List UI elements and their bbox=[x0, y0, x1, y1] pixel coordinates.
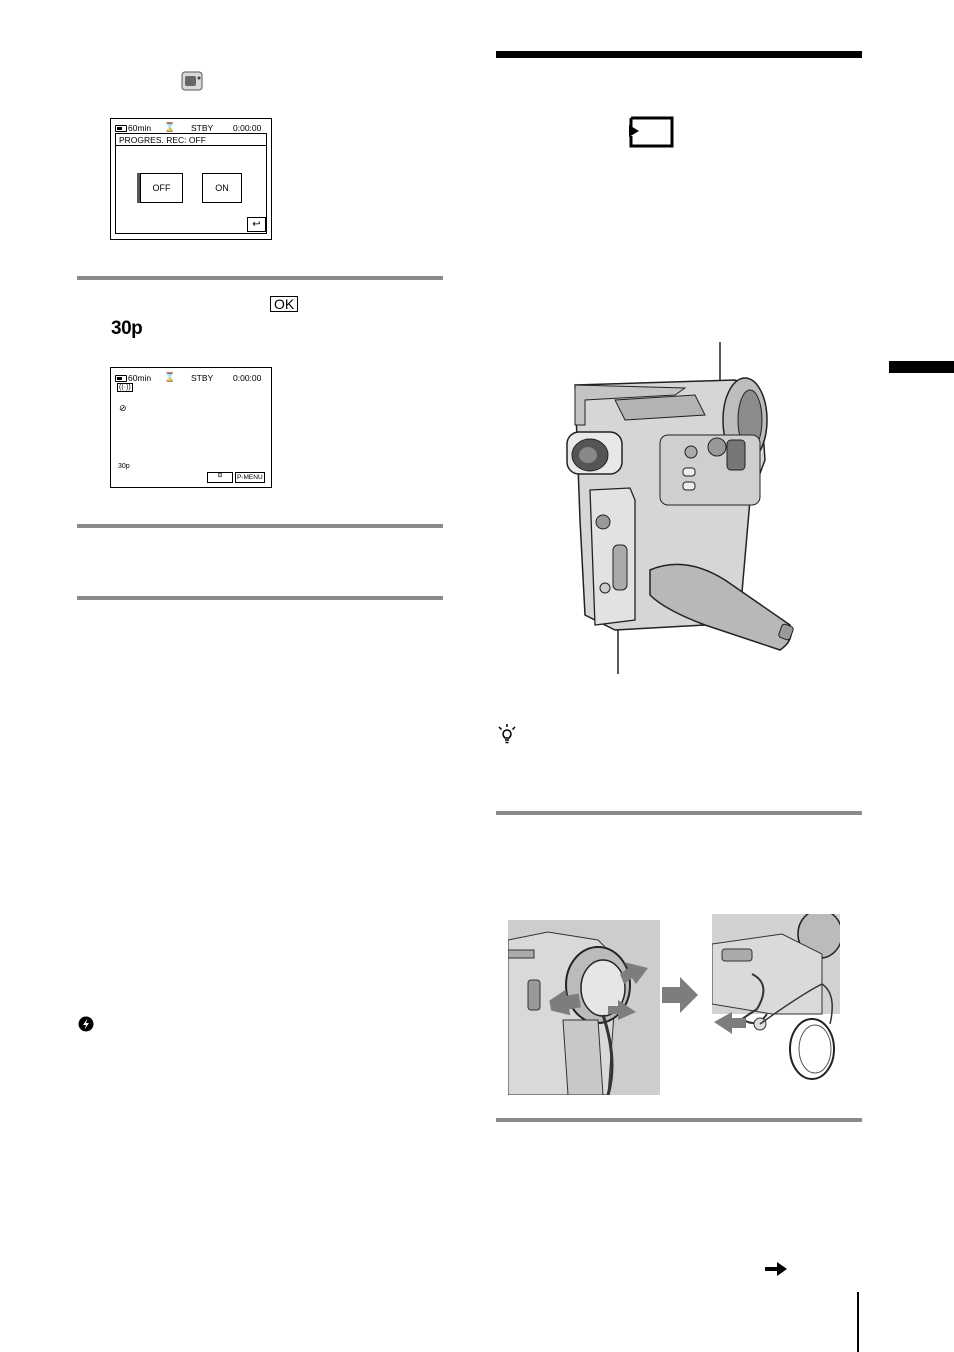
status-text: STBY bbox=[191, 123, 214, 133]
section-rule bbox=[77, 524, 443, 528]
return-button[interactable]: ↩ bbox=[247, 217, 266, 232]
menu-panel: PROGRES. REC: OFF OFF ON ↩ bbox=[115, 133, 267, 234]
status-text: STBY bbox=[191, 373, 214, 383]
lens-cap-hanging-illustration bbox=[711, 909, 843, 1082]
page-margin-line bbox=[857, 1292, 859, 1352]
progressive-mode-mark: 30p bbox=[111, 318, 143, 339]
section-rule bbox=[496, 1118, 862, 1122]
camera-mode-icon bbox=[180, 70, 204, 92]
timecode: 0:00:00 bbox=[233, 373, 262, 383]
tip-icon bbox=[497, 723, 517, 745]
tape-icon: ⌛ bbox=[164, 372, 176, 382]
section-rule bbox=[496, 811, 862, 815]
steadyshot-icon: ⊘ bbox=[119, 403, 127, 413]
battery-icon bbox=[115, 125, 127, 133]
p-menu-button[interactable]: P-MENU bbox=[235, 472, 265, 483]
fader-icon[interactable]: ⊟ bbox=[207, 472, 233, 483]
menu-title: PROGRES. REC: OFF bbox=[119, 135, 206, 145]
section-rule bbox=[77, 276, 443, 280]
audio-mode-icon: ((·)) bbox=[117, 383, 133, 392]
battery-indicator: 60min bbox=[115, 124, 151, 133]
on-button[interactable]: ON bbox=[202, 173, 242, 203]
timecode: 0:00:00 bbox=[233, 123, 262, 133]
next-step-arrow bbox=[660, 975, 700, 1015]
memory-stick-icon bbox=[627, 115, 675, 149]
lcd-screen-progres-rec: 60min ⌛ STBY 0:00:00 PROGRES. REC: OFF O… bbox=[110, 118, 272, 240]
battery-icon bbox=[115, 375, 127, 383]
mode-indicator: 30p bbox=[118, 463, 130, 470]
ok-button-label: OK bbox=[270, 296, 299, 312]
caution-icon bbox=[78, 1016, 94, 1032]
continue-arrow-icon bbox=[765, 1262, 787, 1276]
tape-icon: ⌛ bbox=[164, 122, 176, 132]
off-button[interactable]: OFF bbox=[140, 173, 183, 203]
section-rule bbox=[77, 596, 443, 600]
heading-bar bbox=[496, 51, 862, 58]
chapter-tab bbox=[889, 361, 954, 373]
battery-indicator: 60min bbox=[115, 374, 151, 383]
lens-cap-attach-illustration bbox=[507, 920, 660, 1096]
lcd-screen-standby: 60min ⌛ STBY 0:00:00 ((·)) ⊘ 30p ⊟ P-MEN… bbox=[110, 367, 272, 488]
camcorder-illustration bbox=[555, 340, 800, 680]
